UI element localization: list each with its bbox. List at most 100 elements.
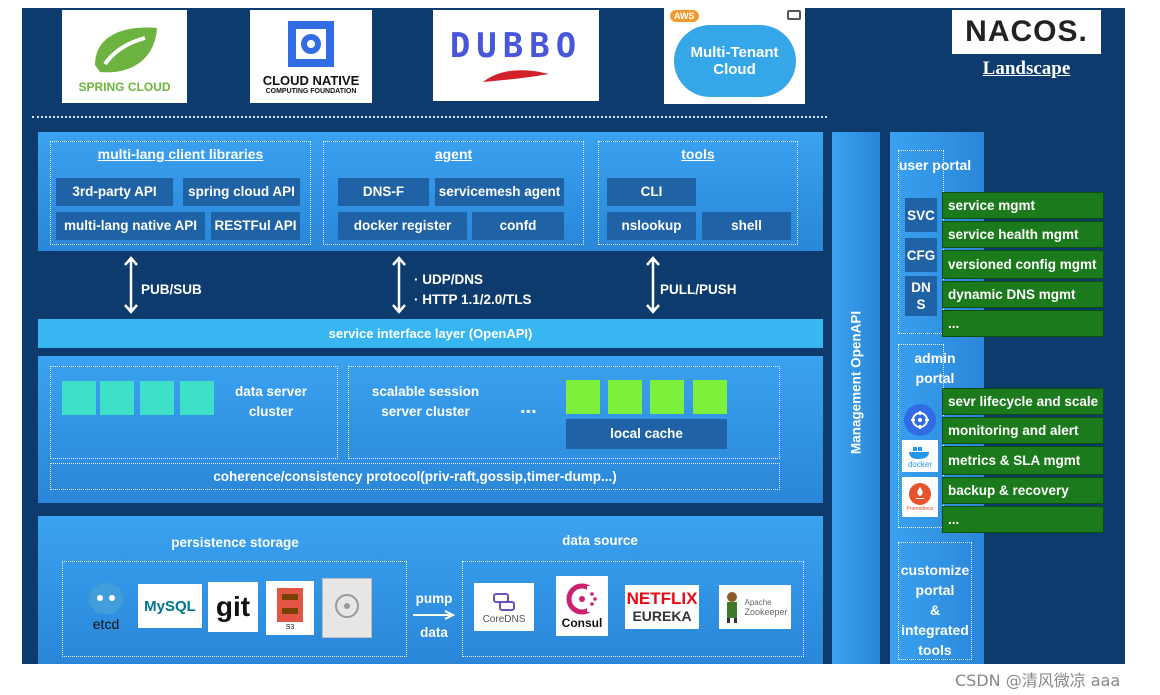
etcd-tile: etcd — [80, 576, 132, 636]
cncf-text-2: COMPUTING FOUNDATION — [265, 87, 357, 95]
service-health-item: service health mgmt — [942, 221, 1104, 248]
pullpush-label: PULL/PUSH — [660, 282, 737, 297]
apache-feather-icon — [483, 69, 549, 82]
s3-tile: S3 — [266, 581, 314, 635]
http-label: · HTTP 1.1/2.0/TLS — [414, 292, 532, 307]
udp-text: UDP/DNS — [422, 272, 484, 287]
s3-text: S3 — [285, 623, 295, 631]
shell-box: shell — [702, 212, 791, 240]
coredns-tile: CoreDNS — [474, 583, 534, 631]
spring-cloud-text: SPRING CLOUD — [78, 79, 171, 94]
admin-portal-label: admin portal — [914, 350, 956, 386]
protocol-label: coherence/consistency protocol(priv-raft… — [213, 469, 617, 484]
mysql-text: MySQL — [144, 597, 196, 615]
disk-tile — [322, 578, 372, 638]
consul-tile: Consul — [556, 576, 608, 636]
docker-register-box: docker register — [338, 212, 467, 240]
data-server-group — [50, 366, 338, 459]
lifecycle-item: sevr lifecycle and scale — [942, 388, 1104, 415]
dns-f-box: DNS-F — [338, 178, 429, 206]
customize-portal-group — [898, 542, 972, 660]
multi-tenant-logo: AWS Multi-Tenant Cloud — [664, 8, 805, 104]
consul-text: Consul — [561, 616, 603, 630]
client-libraries-header: multi-lang client libraries — [97, 146, 264, 162]
pubsub-arrow — [124, 256, 138, 314]
spring-cloud-logo: SPRING CLOUD — [62, 10, 187, 103]
aliyun-icon — [787, 10, 801, 20]
third-party-api-box: 3rd-party API — [56, 178, 173, 206]
multi-tenant-text-2: Cloud — [713, 61, 756, 78]
session-line-2: server cluster — [381, 404, 470, 419]
pump-line-2: data — [420, 625, 448, 640]
git-text: git — [215, 591, 251, 622]
restful-api-box: RESTFul API — [211, 212, 300, 240]
etcd-icon — [88, 582, 124, 614]
pump-data-label: pump data — [408, 590, 460, 641]
data-server-line-1: data server — [234, 384, 308, 399]
docker-icon-label: docker — [907, 459, 932, 469]
client-libraries-group — [50, 141, 311, 245]
separator-line — [32, 116, 827, 118]
dubbo-logo: DUBBO — [433, 10, 599, 101]
customize-line-5: tools — [918, 642, 952, 658]
customize-line-2: portal — [915, 582, 955, 598]
tools-group — [598, 141, 798, 245]
udp-label: · UDP/DNS — [414, 272, 484, 287]
persistence-header: persistence storage — [171, 535, 299, 550]
session-node-1 — [566, 380, 600, 414]
customize-line-4: integrated — [901, 622, 969, 638]
kubernetes-cube-icon — [288, 20, 334, 67]
pubsub-label: PUB/SUB — [141, 282, 202, 297]
csdn-watermark: CSDN @清风微凉 aaa — [955, 671, 1121, 690]
multi-tenant-text-1: Multi-Tenant — [690, 44, 779, 61]
session-node-4 — [693, 380, 727, 414]
management-openapi-label: Management OpenAPI — [848, 310, 864, 455]
cli-box: CLI — [607, 178, 696, 206]
session-ellipsis: ... — [520, 396, 537, 418]
pump-arrow-icon — [413, 610, 456, 620]
metrics-sla-item: metrics & SLA mgmt — [942, 446, 1104, 475]
nslookup-box: nslookup — [607, 212, 696, 240]
servicemesh-agent-box: servicemesh agent — [435, 178, 564, 206]
apache-text: Apache — [744, 597, 772, 607]
agent-header: agent — [434, 146, 473, 162]
cncf-logo: CLOUD NATIVE COMPUTING FOUNDATION — [250, 10, 372, 103]
aws-badge: AWS — [670, 10, 699, 22]
admin-more-item: ... — [942, 506, 1104, 533]
eureka-text: EUREKA — [632, 608, 692, 624]
user-portal-label: user portal — [898, 157, 972, 173]
prometheus-icon: Prometheus — [902, 477, 938, 517]
session-server-group — [348, 366, 780, 459]
monitoring-item: monitoring and alert — [942, 417, 1104, 444]
agent-group — [323, 141, 584, 245]
data-node-1 — [62, 381, 96, 415]
dynamic-dns-item: dynamic DNS mgmt — [942, 281, 1104, 308]
cfg-tab: CFG — [905, 238, 937, 272]
nacos-logo: NACOS. — [952, 10, 1101, 54]
customize-line-3: & — [929, 602, 941, 618]
service-mgmt-item: service mgmt — [942, 192, 1104, 219]
tools-header: tools — [681, 146, 715, 162]
udp-arrow — [392, 256, 406, 314]
data-server-line-2: cluster — [248, 404, 294, 419]
mysql-tile: MySQL — [138, 584, 202, 628]
native-api-box: multi-lang native API — [56, 212, 205, 240]
netflix-eureka-tile: NETFLIX EUREKA — [625, 585, 699, 629]
dns-tab: DNS — [905, 276, 937, 316]
git-tile: git — [208, 582, 258, 632]
persistence-group — [62, 561, 407, 657]
zookeeper-tile: Apache Zookeeper — [719, 585, 791, 629]
spring-cloud-api-box: spring cloud API — [183, 178, 300, 206]
cncf-text-1: CLOUD NATIVE — [262, 72, 360, 88]
customize-line-1: customize — [900, 562, 970, 578]
s3-icon — [277, 587, 303, 622]
cloud-shape: Multi-Tenant Cloud — [673, 25, 796, 97]
user-more-item: ... — [942, 310, 1104, 337]
session-node-3 — [650, 380, 684, 414]
pump-line-1: pump — [415, 591, 453, 606]
netflix-text: NETFLIX — [626, 589, 698, 608]
prometheus-icon-label: Prometheus — [906, 506, 934, 512]
hard-disk-icon — [335, 594, 359, 618]
data-node-4 — [180, 381, 214, 415]
data-node-2 — [100, 381, 134, 415]
